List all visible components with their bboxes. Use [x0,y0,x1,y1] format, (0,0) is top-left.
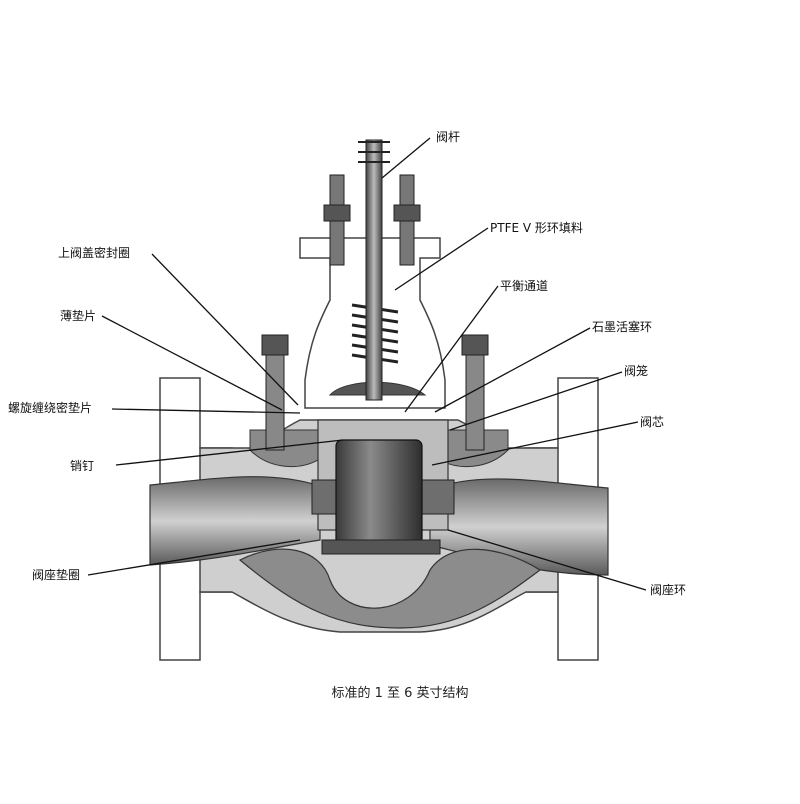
body-bolts [261,334,489,451]
label-graphite-ring: 石墨活塞环 [592,320,653,334]
label-bonnet-seal: 上阀盖密封圈 [58,246,131,260]
stem [358,139,390,401]
label-stem: 阀杆 [436,130,461,144]
label-plug: 阀芯 [640,415,665,429]
label-shim: 薄垫片 [60,309,97,323]
bonnet-studs [323,174,421,266]
label-pin: 销钉 [70,459,95,473]
label-cage: 阀笼 [624,364,649,378]
label-ptfe-packing: PTFE V 形环填料 [490,221,583,235]
plug [335,439,423,551]
label-balance-passage: 平衡通道 [500,279,549,293]
label-spiral-gasket: 螺旋缠绕密垫片 [8,401,93,415]
seat-ring [321,539,441,555]
label-seat-gasket: 阀座垫圈 [32,568,81,582]
leader-lines [87,137,647,591]
label-seat-ring: 阀座环 [650,583,687,597]
diagram-caption: 标准的 1 至 6 英寸结构 [331,686,469,701]
